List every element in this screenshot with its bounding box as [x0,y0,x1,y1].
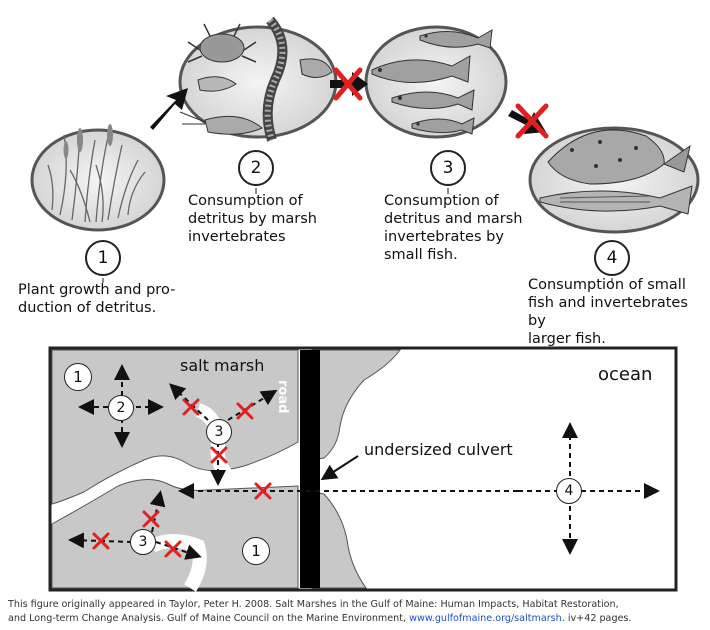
salt-marsh-label: salt marsh [180,356,265,375]
step-2-description: Consumption of detritus by marsh inverte… [188,193,317,245]
blocked-x-mark [254,482,272,500]
step-3-description: Consumption of detritus and marsh invert… [384,193,523,263]
blocked-x-mark [92,532,110,550]
blocked-x-mark-2-3 [333,67,363,101]
road [300,350,320,588]
step-1-number: 1 [85,240,121,276]
step-2-number: 2 [238,150,274,186]
marsh-map-diagram [48,346,678,592]
blocked-x-mark [142,510,160,528]
map-marker-1-lower: 1 [242,537,270,565]
larger-fish-illustration [528,126,700,234]
map-marker-2: 2 [108,395,134,421]
figure-caption: This figure originally appeared in Taylo… [8,598,708,626]
blocked-x-mark [164,540,182,558]
marsh-grass-illustration [30,124,166,232]
culvert-pointer [320,455,359,481]
blocked-x-mark [182,398,200,416]
step-4-number: 4 [594,240,630,276]
salt-marsh-land [51,349,299,505]
ocean-label: ocean [598,364,653,385]
small-fish-illustration [364,25,508,139]
map-marker-1-upper: 1 [64,363,92,391]
arrow-1-to-2 [150,88,188,130]
saltmarsh-link[interactable]: www.gulfofmaine.org/saltmarsh [409,613,562,624]
step-3-number: 3 [430,150,466,186]
map-marker-4: 4 [556,478,582,504]
blocked-x-mark [210,446,228,464]
step-4-description: Consumption of small fish and invertebra… [528,277,688,347]
step-1-description: Plant growth and pro- duction of detritu… [18,282,176,316]
caption-line-1: This figure originally appeared in Taylo… [8,599,619,610]
land-right-of-road [311,349,402,461]
culvert-label: undersized culvert [364,440,513,459]
invertebrates-illustration [178,16,338,142]
blocked-x-mark [236,402,254,420]
land-right-lower [311,491,367,589]
blocked-x-mark-3-4 [515,103,549,139]
map-marker-3-upper: 3 [206,419,232,445]
road-label: road [275,380,290,414]
caption-line-2: and Long-term Change Analysis. Gulf of M… [8,613,632,624]
food-chain-illustration [30,16,700,234]
map-marker-3-lower: 3 [130,529,156,555]
step-connectors [102,188,613,283]
